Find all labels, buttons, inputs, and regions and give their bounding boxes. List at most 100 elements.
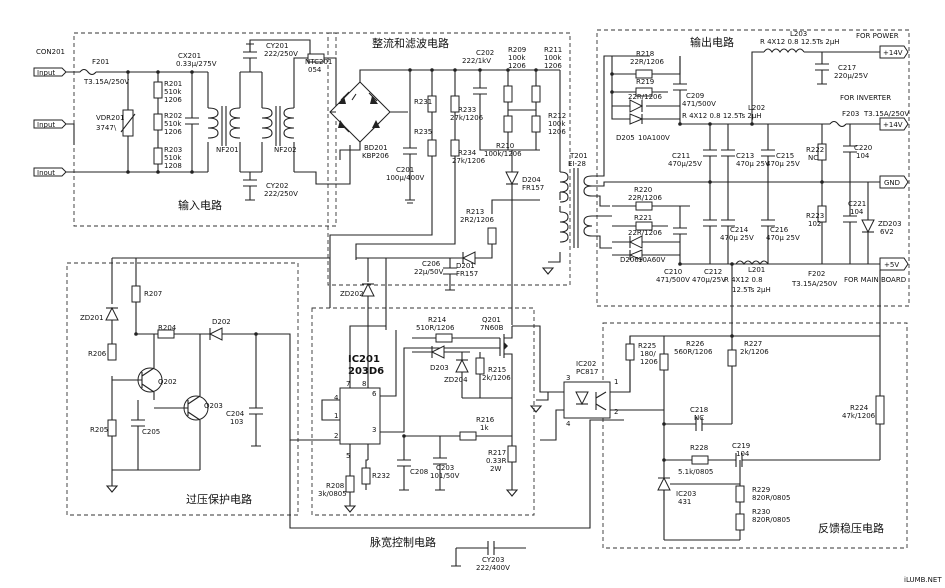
for-main-note: FOR MAIN BOARD xyxy=(844,276,906,284)
svg-text:F201: F201 xyxy=(92,58,109,66)
svg-text:27k/1206: 27k/1206 xyxy=(452,157,486,165)
svg-text:R235: R235 xyxy=(414,128,432,136)
svg-text:R 4X12 0.8: R 4X12 0.8 xyxy=(724,276,763,284)
svg-text:R229: R229 xyxy=(752,486,770,494)
svg-text:5.1k/0805: 5.1k/0805 xyxy=(678,468,713,476)
svg-text:R222: R222 xyxy=(806,146,824,154)
resistor-r225: R225 180/ 1206 xyxy=(625,336,658,392)
svg-text:R234: R234 xyxy=(458,149,477,157)
zener-zd203: ZD203 6V2 xyxy=(861,182,902,264)
svg-text:R225: R225 xyxy=(638,342,656,350)
capacitor-c208: C208 xyxy=(397,436,428,491)
svg-text:R205: R205 xyxy=(90,426,108,434)
svg-text:4: 4 xyxy=(334,394,339,402)
svg-text:R208: R208 xyxy=(326,482,344,490)
svg-text:C216: C216 xyxy=(770,226,789,234)
resistor-r202: R202 510k 1206 xyxy=(153,108,182,140)
svg-text:+5V: +5V xyxy=(884,261,899,269)
svg-text:R219: R219 xyxy=(636,78,654,86)
svg-text:C206: C206 xyxy=(422,260,441,268)
svg-text:C210: C210 xyxy=(664,268,682,276)
svg-text:GND: GND xyxy=(884,179,900,187)
svg-text:R207: R207 xyxy=(144,290,162,298)
svg-text:C211: C211 xyxy=(672,152,690,160)
svg-text:PC817: PC817 xyxy=(576,368,598,376)
svg-text:22R/1206: 22R/1206 xyxy=(630,58,664,66)
svg-text:470μ 25V: 470μ 25V xyxy=(720,234,754,242)
svg-text:NC: NC xyxy=(694,414,704,422)
resistor-r204: R204 xyxy=(136,324,210,339)
svg-text:1208: 1208 xyxy=(164,162,182,170)
capacitor-c212: C212 470μ/25V xyxy=(692,182,726,284)
svg-text:470μ 25V: 470μ 25V xyxy=(766,234,800,242)
svg-text:C204: C204 xyxy=(226,410,245,418)
svg-text:R215: R215 xyxy=(488,366,506,374)
svg-text:NF202: NF202 xyxy=(274,146,297,154)
resistor-r207: R207 xyxy=(131,258,162,334)
pwm-block-title: 脉宽控制电路 xyxy=(370,535,436,549)
svg-text:D201: D201 xyxy=(456,262,475,270)
resistor-r220: R220 22R/1206 xyxy=(612,186,690,211)
svg-text:10A60V: 10A60V xyxy=(638,256,666,264)
svg-text:D202: D202 xyxy=(212,318,231,326)
svg-text:D203: D203 xyxy=(430,364,449,372)
resistor-r203: R203 510k 1208 xyxy=(153,140,182,172)
svg-text:R232: R232 xyxy=(372,472,390,480)
svg-text:R 4X12 0.8 12.5Ts 2μH: R 4X12 0.8 12.5Ts 2μH xyxy=(760,38,840,46)
svg-text:R214: R214 xyxy=(428,316,447,324)
svg-text:R231: R231 xyxy=(414,98,432,106)
svg-text:R 4X12 0.8 12.5Ts 2μH: R 4X12 0.8 12.5Ts 2μH xyxy=(682,112,762,120)
svg-text:101/50V: 101/50V xyxy=(430,472,460,480)
resistor-r221: R221 22R/1206 xyxy=(612,214,668,237)
svg-text:1206: 1206 xyxy=(640,358,658,366)
svg-text:470μ/25V: 470μ/25V xyxy=(668,160,702,168)
watermark: iLUMB.NET xyxy=(904,576,942,584)
ic-ic201: IC201 203D6 7 8 6 4 1 2 3 5 xyxy=(334,354,384,460)
capacitor-c206: C206 22μ/50V xyxy=(414,258,457,291)
svg-text:2: 2 xyxy=(334,432,338,440)
for-power-note: FOR POWER xyxy=(856,32,899,40)
choke-nf201: NF201 xyxy=(207,72,241,172)
svg-text:203D6: 203D6 xyxy=(348,366,384,377)
svg-text:7N60B: 7N60B xyxy=(480,324,504,332)
svg-text:470μ/25V: 470μ/25V xyxy=(692,276,726,284)
svg-text:T3.15A/250V: T3.15A/250V xyxy=(83,78,129,86)
svg-text:+14V: +14V xyxy=(883,121,903,129)
svg-text:CY201: CY201 xyxy=(266,42,288,50)
svg-text:3: 3 xyxy=(566,374,570,382)
fuse-f203: F203 T3.15A/250V xyxy=(829,110,909,128)
svg-text:C213: C213 xyxy=(736,152,754,160)
terminal-14v-top: +14V xyxy=(879,45,909,59)
svg-text:431: 431 xyxy=(678,498,691,506)
fuse-f201: F201 T3.15A/250V xyxy=(79,58,129,86)
inductor-l203: L203 R 4X12 0.8 12.5Ts 2μH xyxy=(751,30,880,124)
svg-text:VDR201: VDR201 xyxy=(96,114,124,122)
resistor-r213: R213 2R2/1206 xyxy=(460,199,540,245)
resistor-r208: R208 3k/0805 xyxy=(318,470,355,506)
for-inverter-note: FOR INVERTER xyxy=(840,94,891,102)
terminal-14v-mid: +14V xyxy=(879,117,909,131)
svg-text:FR157: FR157 xyxy=(522,184,544,192)
svg-text:R217: R217 xyxy=(488,449,506,457)
svg-text:C208: C208 xyxy=(410,468,428,476)
resistor-r223: R223 102 xyxy=(806,182,827,264)
svg-text:R216: R216 xyxy=(476,416,495,424)
diode-d202: D202 xyxy=(208,318,312,441)
ovp-block-border xyxy=(66,262,299,516)
svg-text:R206: R206 xyxy=(88,350,107,358)
input-terminal-1: Input xyxy=(33,67,67,77)
svg-text:R230: R230 xyxy=(752,508,770,516)
capacitor-c204: C204 103 xyxy=(226,334,263,447)
svg-text:471/500V: 471/500V xyxy=(656,276,690,284)
svg-text:0.33μ/275V: 0.33μ/275V xyxy=(176,60,217,68)
svg-text:1: 1 xyxy=(334,412,338,420)
svg-text:R224: R224 xyxy=(850,404,869,412)
svg-text:C209: C209 xyxy=(686,92,704,100)
svg-text:100k: 100k xyxy=(548,120,566,128)
svg-text:3k/0805: 3k/0805 xyxy=(318,490,347,498)
svg-text:NC: NC xyxy=(808,154,818,162)
svg-text:R201: R201 xyxy=(164,80,182,88)
svg-text:100k: 100k xyxy=(508,54,526,62)
svg-text:R210: R210 xyxy=(496,142,514,150)
svg-text:1206: 1206 xyxy=(548,128,566,136)
